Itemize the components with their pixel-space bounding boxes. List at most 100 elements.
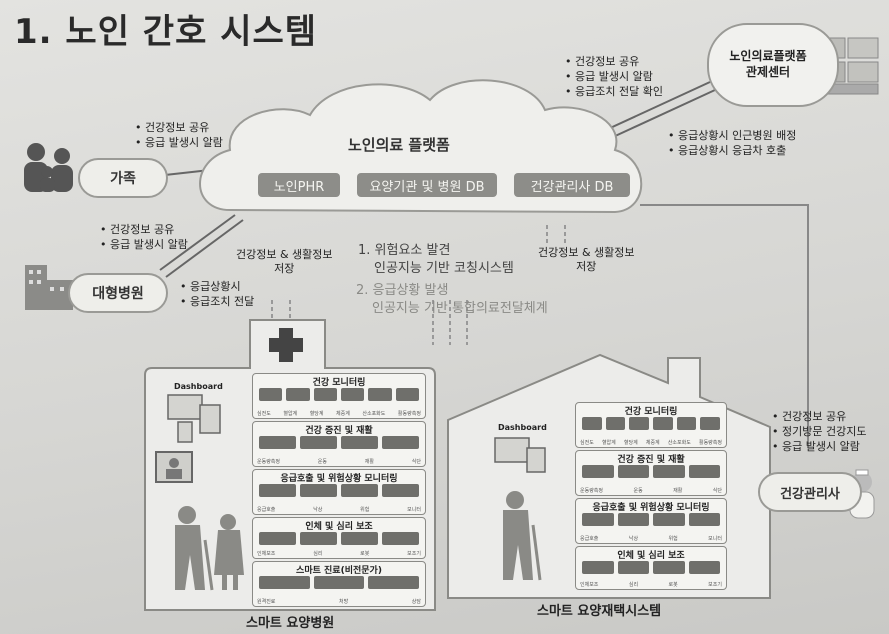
ai-step1-title: 1. 위험요소 발견 (358, 243, 451, 258)
device-icon (341, 484, 378, 497)
family-bullets: 건강정보 공유응급 발생시 알람 (135, 120, 223, 150)
hospital-in-bullets: 건강정보 공유응급 발생시 알람 (100, 222, 188, 252)
ai-step2-title: 2. 응급상황 발생 (356, 283, 449, 298)
manager-bullets: 건강정보 공유정기방문 건강지도응급 발생시 알람 (772, 409, 866, 454)
control-center-label: 노인의료플랫폼 관제센터 (729, 49, 807, 79)
device-caption: 운동 (317, 459, 327, 465)
device-icons (259, 532, 419, 545)
device-icon (368, 388, 392, 401)
device-caption: 식단 (712, 488, 722, 494)
device-caption: 운동 (633, 488, 643, 494)
right-building-label: 스마트 요양재택시스템 (537, 604, 662, 619)
device-icon (340, 388, 365, 401)
video-consult-screen (155, 451, 193, 483)
device-icon (582, 561, 614, 574)
device-icon (653, 561, 685, 574)
device-icon (688, 465, 720, 478)
hospital-link-1 (159, 214, 236, 271)
device-icon (605, 417, 626, 430)
device-icon (341, 436, 378, 449)
device-caption: 혈압계 (283, 411, 298, 417)
device-caption: 모니터 (708, 536, 722, 542)
device-icon (629, 417, 650, 430)
device-icons (259, 484, 419, 497)
device-icon (617, 465, 649, 478)
right-panel-title: 인체 및 심리 보조 (617, 551, 685, 561)
dashboard-label-right: Dashboard (498, 423, 547, 432)
left-panel-title: 건강 증진 및 재활 (305, 426, 373, 436)
device-icon (653, 417, 673, 430)
device-icon (582, 465, 614, 478)
dashboard-label-left: Dashboard (174, 382, 223, 391)
device-icon (676, 417, 697, 430)
device-icon (368, 576, 420, 589)
device-caption: 심전도 (257, 411, 271, 417)
left-building-label: 스마트 요양병원 (246, 616, 335, 631)
center-link-1 (594, 81, 711, 136)
device-icons (582, 561, 720, 574)
device-caption: 혈당계 (309, 411, 324, 417)
dashed-arrows (271, 225, 566, 345)
device-caption: 산소포화도 (362, 411, 386, 417)
device-icons (582, 513, 720, 526)
device-icon (395, 388, 419, 401)
device-caption: 재활 (673, 488, 683, 494)
device-caption: 응급호출 (580, 536, 599, 542)
device-caption: 인체보조 (257, 551, 276, 557)
device-caption: 재활 (364, 459, 374, 465)
elderly-figures-left (175, 506, 244, 591)
db-care-hospital: 요양기관 및 병원 DB (357, 173, 497, 197)
device-icon (286, 388, 310, 401)
device-caption: 심리 (313, 551, 323, 557)
device-caption: 위험 (360, 507, 370, 513)
device-caption: 낙상 (628, 536, 639, 542)
device-icon (313, 576, 365, 589)
hospital-node: 대형병원 (68, 273, 168, 313)
hospital-link-2 (165, 219, 244, 278)
left-panel-title: 스마트 진료(비전문가) (296, 566, 382, 576)
family-node: 가족 (78, 158, 168, 198)
device-caption: 낙상 (313, 507, 323, 513)
right-panel-title: 건강 증진 및 재활 (617, 455, 685, 465)
elderly-figure-right (503, 491, 542, 581)
device-icon (259, 436, 296, 449)
device-icon (688, 561, 720, 574)
device-icons (582, 465, 720, 478)
device-caption: 운동량측정 (580, 488, 604, 494)
device-caption: 응급호출 (257, 507, 276, 513)
device-icon (653, 465, 685, 478)
device-icon (300, 532, 337, 545)
manager-link (640, 204, 809, 448)
device-icon (300, 484, 337, 497)
device-icon (259, 388, 283, 401)
device-icon (382, 484, 419, 497)
device-caption: 혈당계 (623, 440, 638, 446)
storage-left-label: 건강정보 & 생활정보 저장 (236, 248, 333, 275)
right-panel-title: 응급호출 및 위험상황 모니터링 (592, 503, 710, 513)
device-caption: 심전도 (580, 440, 594, 446)
center-out-bullets: 응급상황시 인근병원 배정응급상황시 응급차 호출 (668, 128, 796, 158)
left-panel-title: 건강 모니터링 (312, 378, 366, 388)
device-icon (313, 388, 337, 401)
device-caption: 보조기 (708, 582, 722, 588)
device-caption: 인체보조 (580, 582, 599, 588)
device-icon (382, 436, 419, 449)
device-caption: 로봇 (668, 582, 678, 588)
device-icon (259, 484, 296, 497)
storage-right-label: 건강정보 & 생활정보 저장 (538, 246, 635, 273)
device-icon (617, 513, 649, 526)
device-icon (700, 417, 721, 430)
device-icon (300, 436, 337, 449)
device-icon (582, 513, 614, 526)
center-in-bullets: 건강정보 공유응급 발생시 알람응급조치 전달 확인 (565, 54, 663, 99)
